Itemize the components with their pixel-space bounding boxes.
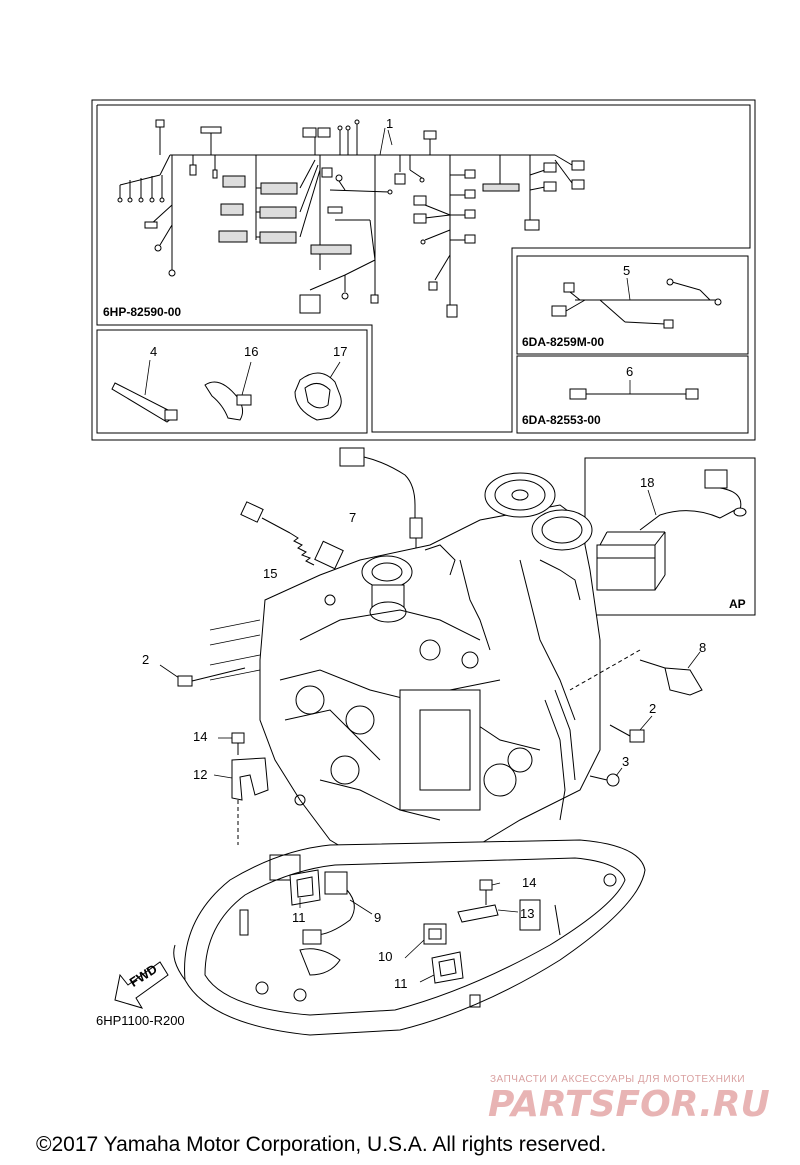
part-11-grommet-left <box>289 869 321 908</box>
callout-11-left: 11 <box>292 910 306 925</box>
callout-13: 13 <box>520 906 534 921</box>
part-3-screw <box>589 767 623 787</box>
clamp-16 <box>204 361 252 421</box>
callout-8: 8 <box>699 640 706 655</box>
callout-6: 6 <box>626 364 633 379</box>
part-12-bracket <box>213 757 269 845</box>
watermark-brand: PARTSFOR.RU <box>488 1084 770 1125</box>
part-15-sensor <box>240 501 344 570</box>
sub-box-harness-5 <box>516 255 749 355</box>
callout-14-lower: 14 <box>522 875 536 890</box>
diagram-code: 6HP1100-R200 <box>96 1013 185 1028</box>
callout-2-right: 2 <box>649 701 656 716</box>
part-13-bracket <box>457 904 519 923</box>
callout-15: 15 <box>263 566 277 581</box>
callout-3: 3 <box>622 754 629 769</box>
sub-harness-5 <box>551 278 722 329</box>
cable-tie <box>111 359 178 423</box>
callout-10: 10 <box>378 949 392 964</box>
main-wire-harness <box>117 119 585 318</box>
engine-block-illustration <box>209 472 601 871</box>
part-2-bolt-left <box>159 664 246 687</box>
callout-12: 12 <box>193 767 207 782</box>
callout-16: 16 <box>244 344 258 359</box>
harness-box <box>91 99 756 441</box>
clamp-17 <box>294 361 342 421</box>
code-harness-6: 6DA-82553-00 <box>522 413 601 427</box>
part-11-grommet-right <box>419 951 464 984</box>
callout-7: 7 <box>349 510 356 525</box>
part-9-switch <box>302 871 373 945</box>
part-14-bolt-upper <box>218 732 245 755</box>
callout-9: 9 <box>374 910 381 925</box>
part-7-sensor <box>339 447 423 548</box>
watermark-tagline: ЗАПЧАСТИ И АКСЕССУАРЫ ДЛЯ МОТОТЕХНИКИ <box>490 1074 745 1085</box>
callout-18: 18 <box>640 475 654 490</box>
part-10-switch <box>404 923 447 959</box>
sub-box-harness-6 <box>516 355 749 434</box>
part-14-bolt-lower <box>479 879 501 905</box>
copyright-notice: ©2017 Yamaha Motor Corporation, U.S.A. A… <box>36 1133 606 1156</box>
callout-4: 4 <box>150 344 157 359</box>
callout-2-left: 2 <box>142 652 149 667</box>
sub-box-clips <box>96 329 368 434</box>
part-2-bolt-right <box>609 715 653 743</box>
callout-17: 17 <box>333 344 347 359</box>
code-harness-5: 6DA-8259M-00 <box>522 335 604 349</box>
bottom-cowling <box>173 839 646 1036</box>
sub-harness-6 <box>569 388 699 400</box>
callout-5: 5 <box>623 263 630 278</box>
part-8-sensor <box>569 649 703 696</box>
callout-11-right: 11 <box>394 976 408 991</box>
code-main-harness: 6HP-82590-00 <box>103 305 181 319</box>
ap-tag: AP <box>729 597 746 611</box>
fwd-arrow: FWD <box>114 961 169 1009</box>
battery <box>596 544 656 591</box>
callout-1: 1 <box>386 116 393 131</box>
ap-box <box>584 457 756 616</box>
callout-14-upper: 14 <box>193 729 207 744</box>
